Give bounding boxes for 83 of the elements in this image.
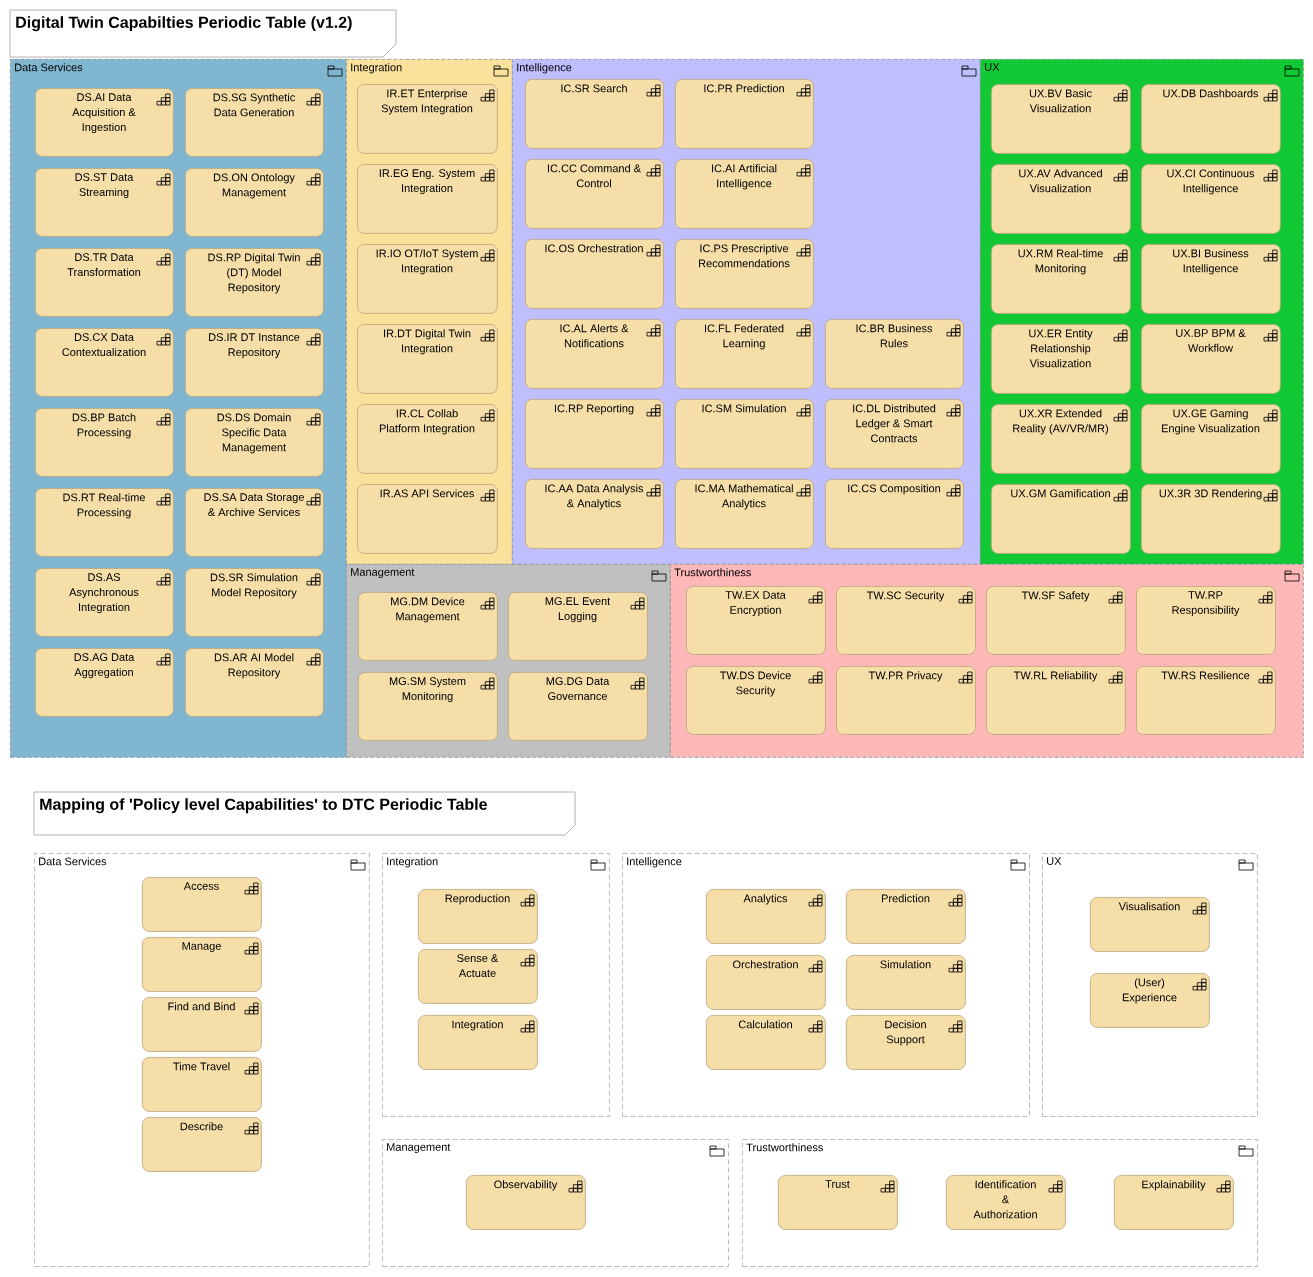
capability-box: IC.CS Composition [825, 479, 964, 549]
capability-box: TW.RS Resilience [1136, 666, 1276, 735]
capability-box: IR.EG Eng. System Integration [357, 164, 498, 234]
capability-box: Analytics [706, 889, 826, 944]
capability-box: IR.CL Collab Platform Integration [357, 404, 498, 474]
capability-box: DS.ON Ontology Management [185, 168, 324, 237]
capability-box: IC.PR Prediction [675, 79, 814, 149]
capability-box: IC.RP Reporting [525, 399, 664, 469]
capability-box: Decision Support [846, 1015, 966, 1070]
capability-box: IR.AS API Services [357, 484, 498, 554]
capability-box: UX.BV Basic Visualization [991, 84, 1131, 154]
capability-box: UX.CI Continuous Intelligence [1141, 164, 1281, 234]
capability-box: IC.AL Alerts & Notifications [525, 319, 664, 389]
capability-box: IC.AA Data Analysis & Analytics [525, 479, 664, 549]
capability-box: Sense & Actuate [418, 949, 538, 1004]
capability-box: IC.AI Artificial Intelligence [675, 159, 814, 229]
capability-box: Prediction [846, 889, 966, 944]
capability-box: IR.ET Enterprise System Integration [357, 84, 498, 154]
capability-box: IC.PS Prescriptive Recommendations [675, 239, 814, 309]
capability-box: MG.DG Data Governance [508, 672, 648, 741]
capability-box: Orchestration [706, 955, 826, 1010]
capability-box: UX.GM Gamification [991, 484, 1131, 554]
capability-box: Time Travel [142, 1057, 262, 1112]
capability-box: IR.DT Digital Twin Integration [357, 324, 498, 394]
capability-box: TW.RP Responsibility [1136, 586, 1276, 655]
capability-box: Observability [466, 1175, 586, 1230]
capability-box: DS.RT Real-time Processing [35, 488, 174, 557]
capability-box: IC.DL Distributed Ledger & Smart Contracts [825, 399, 964, 469]
capability-box: IC.BR Business Rules [825, 319, 964, 389]
capability-box: UX.BP BPM & Workflow [1141, 324, 1281, 394]
capability-box: DS.AS Asynchronous Integration [35, 568, 174, 637]
capability-box: Integration [418, 1015, 538, 1070]
capability-box: TW.SC Security [836, 586, 976, 655]
capability-box: IC.SR Search [525, 79, 664, 149]
capability-box: Describe [142, 1117, 262, 1172]
capability-box: DS.TR Data Transformation [35, 248, 174, 317]
capability-box: IC.MA Mathematical Analytics [675, 479, 814, 549]
capability-box: IC.CC Command & Control [525, 159, 664, 229]
capability-box: DS.DS Domain Specific Data Management [185, 408, 324, 477]
capability-box: DS.ST Data Streaming [35, 168, 174, 237]
capability-box: Reproduction [418, 889, 538, 944]
capability-box: DS.RP Digital Twin (DT) Model Repository [185, 248, 324, 317]
capability-box: IC.OS Orchestration [525, 239, 664, 309]
capability-box: DS.SA Data Storage & Archive Services [185, 488, 324, 557]
capability-box: UX.RM Real-time Monitoring [991, 244, 1131, 314]
capability-box: MG.DM Device Management [358, 592, 498, 661]
title-note: Digital Twin Capabilties Periodic Table (v1.2) [9, 9, 397, 58]
capability-box: DS.SG Synthetic Data Generation [185, 88, 324, 157]
capability-box: Calculation [706, 1015, 826, 1070]
capability-box: DS.CX Data Contextualization [35, 328, 174, 397]
capability-box: UX.BI Business Intelligence [1141, 244, 1281, 314]
capability-box: DS.BP Batch Processing [35, 408, 174, 477]
capability-box: DS.AG Data Aggregation [35, 648, 174, 717]
capability-box: UX.DB Dashboards [1141, 84, 1281, 154]
title-note: Mapping of 'Policy level Capabilities' to DTC Periodic Table [33, 791, 576, 836]
capability-box: Simulation [846, 955, 966, 1010]
capability-box: IC.FL Federated Learning [675, 319, 814, 389]
capability-box: UX.ER Entity Relationship Visualization [991, 324, 1131, 394]
capability-box: TW.DS Device Security [686, 666, 826, 735]
capability-box: Access [142, 877, 262, 932]
capability-box: IC.SM Simulation [675, 399, 814, 469]
capability-box: Manage [142, 937, 262, 992]
capability-box: UX.AV Advanced Visualization [991, 164, 1131, 234]
capability-box: Find and Bind [142, 997, 262, 1052]
capability-box: MG.EL Event Logging [508, 592, 648, 661]
capability-box: DS.AR AI Model Repository [185, 648, 324, 717]
capability-box: UX.GE Gaming Engine Visualization [1141, 404, 1281, 474]
capability-box: TW.PR Privacy [836, 666, 976, 735]
capability-box: TW.EX Data Encryption [686, 586, 826, 655]
capability-box: TW.RL Reliability [986, 666, 1126, 735]
capability-box: Visualisation [1090, 897, 1210, 952]
capability-box: Explainability [1114, 1175, 1234, 1230]
capability-box: DS.IR DT Instance Repository [185, 328, 324, 397]
capability-box: (User) Experience [1090, 973, 1210, 1028]
capability-box: MG.SM System Monitoring [358, 672, 498, 741]
capability-box: Trust [778, 1175, 898, 1230]
capability-box: TW.SF Safety [986, 586, 1126, 655]
capability-box: UX.XR Extended Reality (AV/VR/MR) [991, 404, 1131, 474]
capability-box: Identification & Authorization [946, 1175, 1066, 1230]
capability-box: IR.IO OT/IoT System Integration [357, 244, 498, 314]
capability-box: UX.3R 3D Rendering [1141, 484, 1281, 554]
capability-box: DS.AI Data Acquisition & Ingestion [35, 88, 174, 157]
capability-box: DS.SR Simulation Model Repository [185, 568, 324, 637]
